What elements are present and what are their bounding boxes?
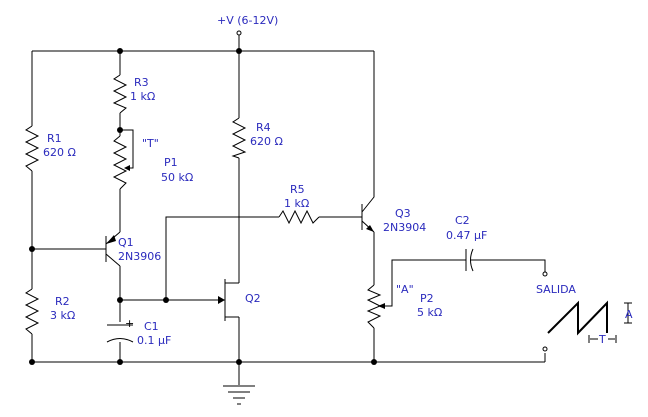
r4-ref: R4: [256, 121, 271, 134]
r1-value: 620 Ω: [43, 146, 76, 159]
capacitor-c2: C2 0.47 µF: [446, 214, 487, 272]
period-label: T: [598, 333, 606, 346]
r3-value: 1 kΩ: [130, 90, 155, 103]
wires: [31, 35, 546, 385]
c1-ref: C1: [144, 320, 159, 333]
p2-value: 5 kΩ: [417, 306, 442, 319]
r5-value: 1 kΩ: [284, 197, 309, 210]
p1-ref: P1: [164, 156, 178, 169]
supply-label: +V (6-12V): [217, 14, 278, 27]
r3-ref: R3: [134, 76, 149, 89]
period-marker: T: [588, 333, 617, 346]
potentiometer-p1: "T" P1 50 kΩ: [112, 135, 193, 190]
c1-polarity: +: [125, 317, 134, 330]
output-label: SALIDA: [536, 283, 576, 296]
q2-ref: Q2: [245, 292, 261, 305]
potentiometer-p2: "A" P2 5 kΩ: [366, 283, 442, 329]
p1-tag: "T": [142, 137, 159, 150]
r2-ref: R2: [55, 295, 70, 308]
resistor-r3: R3 1 kΩ: [112, 74, 155, 114]
p2-ref: P2: [420, 292, 434, 305]
c2-ref: C2: [455, 214, 470, 227]
ground-icon: [223, 385, 255, 405]
p2-tag: "A": [396, 283, 414, 296]
q1-ref: Q1: [118, 236, 134, 249]
resistor-r2: R2 3 kΩ: [24, 288, 75, 335]
r4-value: 620 Ω: [250, 135, 283, 148]
supply-terminal: +V (6-12V): [217, 14, 278, 36]
c2-value: 0.47 µF: [446, 229, 487, 242]
amplitude-marker: A: [624, 302, 633, 324]
resistor-r5: R5 1 kΩ: [278, 183, 320, 225]
q3-part: 2N3904: [383, 221, 426, 234]
r2-value: 3 kΩ: [50, 309, 75, 322]
resistor-r4: R4 620 Ω: [231, 117, 283, 159]
transistor-q2: Q2: [218, 279, 261, 321]
junctions: [29, 48, 377, 365]
r1-ref: R1: [47, 132, 62, 145]
capacitor-c1: + C1 0.1 µF: [106, 317, 171, 347]
q1-part: 2N3906: [118, 250, 161, 263]
sawtooth-waveform: [547, 300, 608, 336]
resistor-r1: R1 620 Ω: [24, 125, 76, 172]
amplitude-label: A: [625, 308, 633, 321]
transistor-q1: Q1 2N3906: [100, 231, 161, 267]
c1-value: 0.1 µF: [137, 334, 171, 347]
q3-ref: Q3: [395, 207, 411, 220]
transistor-q3: Q3 2N3904: [356, 204, 426, 234]
output-section: SALIDA A T: [536, 271, 633, 352]
r5-ref: R5: [290, 183, 305, 196]
p1-value: 50 kΩ: [161, 171, 193, 184]
